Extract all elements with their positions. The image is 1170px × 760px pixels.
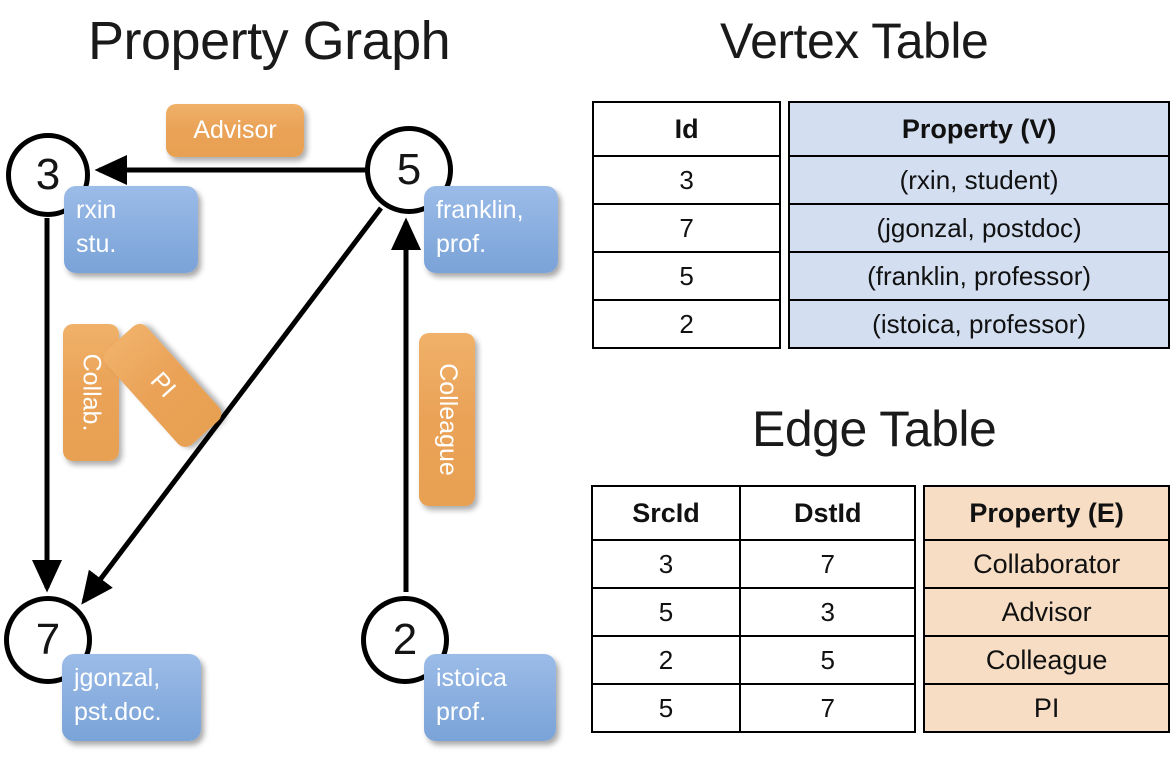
vertex-table-cell-property: (istoica, professor) [788,299,1170,349]
edge-table-cell-dstid: 7 [739,539,917,589]
table-row: 2 (istoica, professor) [591,299,1170,349]
table-row: 3 7 Collaborator [590,539,1170,589]
edge-table-cell-dstid: 7 [739,683,917,733]
vertex-property-box-2: istoica prof. [424,654,556,741]
edge-label-collab: Collab. [63,324,119,461]
table-row: 3 (rxin, student) [591,155,1170,205]
edge-5-to-7 [81,206,383,605]
vertex-property-7-line1: jgonzal, [74,664,161,692]
vertex-property-3-line1: rxin [76,196,117,224]
edge-table-cell-property: Advisor [923,587,1170,637]
edge-label-advisor-text: Advisor [193,116,277,144]
vertex-property-box-5: franklin, prof. [424,186,558,273]
vertex-property-2-line2: prof. [436,697,487,726]
vertex-table-cell-property: (franklin, professor) [788,251,1170,301]
vertex-3-label: 3 [35,150,61,199]
edge-table-cell-srcid: 5 [590,587,742,637]
vertex-table-cell-id: 7 [591,203,782,253]
vertex-table-column-gap [780,252,789,300]
edge-table-column-gap [915,588,924,636]
edge-label-colleague: Colleague [419,333,475,506]
edge-table-column-gap [915,486,924,540]
table-row: 5 3 Advisor [590,587,1170,637]
edge-table-cell-dstid: 5 [739,635,917,685]
vertex-property-2-line1: istoica [436,664,507,692]
table-row: 2 5 Colleague [590,635,1170,685]
edge-label-pi-text: PI [144,367,182,404]
edge-table-column-gap [915,684,924,732]
edge-table: SrcId DstId Property (E) 3 7 Collaborato… [590,485,1170,733]
edge-label-collab-text: Collab. [77,353,106,432]
vertex-property-7-line2: pst.doc. [74,697,162,726]
vertex-table-cell-property: (rxin, student) [788,155,1170,205]
vertex-property-3-line2: stu. [76,229,117,258]
vertex-5-label: 5 [396,145,422,194]
vertex-property-box-7: jgonzal, pst.doc. [62,654,201,741]
vertex-table-cell-id: 3 [591,155,782,205]
vertex-table-column-gap [780,300,789,348]
vertex-table-column-gap [780,102,789,156]
edge-table-cell-srcid: 3 [590,539,742,589]
graph-vertex-5[interactable]: 5 [365,126,453,214]
vertex-table: Id Property (V) 3 (rxin, student) 7 (jgo… [591,101,1170,349]
vertex-table-cell-property: (jgonzal, postdoc) [788,203,1170,253]
table-row: 7 (jgonzal, postdoc) [591,203,1170,253]
vertex-table-column-gap [780,156,789,204]
vertex-table-header-row: Id Property (V) [591,101,1170,157]
page-title-edge-table: Edge Table [752,401,997,457]
vertex-table-column-gap [780,204,789,252]
vertex-table-cell-id: 2 [591,299,782,349]
table-row: 5 (franklin, professor) [591,251,1170,301]
graph-vertex-2[interactable]: 2 [361,596,449,684]
property-graph-diagram: 3 5 7 2 rxin stu. franklin, prof. jgonza… [4,104,558,741]
table-row: 5 7 PI [590,683,1170,733]
graph-edge-arrows [32,155,421,605]
edge-table-header-srcid: SrcId [590,485,742,541]
edge-table-cell-srcid: 2 [590,635,742,685]
vertex-table-header-property: Property (V) [788,101,1170,157]
vertex-7-label: 7 [35,615,61,664]
vertex-table-cell-id: 5 [591,251,782,301]
vertex-2-label: 2 [392,615,418,664]
edge-table-cell-dstid: 3 [739,587,917,637]
edge-table-cell-property: Colleague [923,635,1170,685]
edge-table-column-gap [915,636,924,684]
edge-table-header-dstid: DstId [739,485,917,541]
edge-table-cell-property: Collaborator [923,539,1170,589]
vertex-property-box-3: rxin stu. [64,186,198,273]
edge-table-header-row: SrcId DstId Property (E) [590,485,1170,541]
edge-table-cell-srcid: 5 [590,683,742,733]
edge-table-cell-property: PI [923,683,1170,733]
vertex-table-header-id: Id [591,101,782,157]
page-title-property-graph: Property Graph [88,11,451,71]
page-title-vertex-table: Vertex Table [720,13,989,69]
edge-table-header-property: Property (E) [923,485,1170,541]
vertex-property-5-line1: franklin, [436,196,524,224]
vertex-property-5-line2: prof. [436,229,487,258]
edge-label-advisor: Advisor [166,104,304,157]
edge-table-column-gap [915,540,924,588]
edge-label-colleague-text: Colleague [433,363,462,476]
